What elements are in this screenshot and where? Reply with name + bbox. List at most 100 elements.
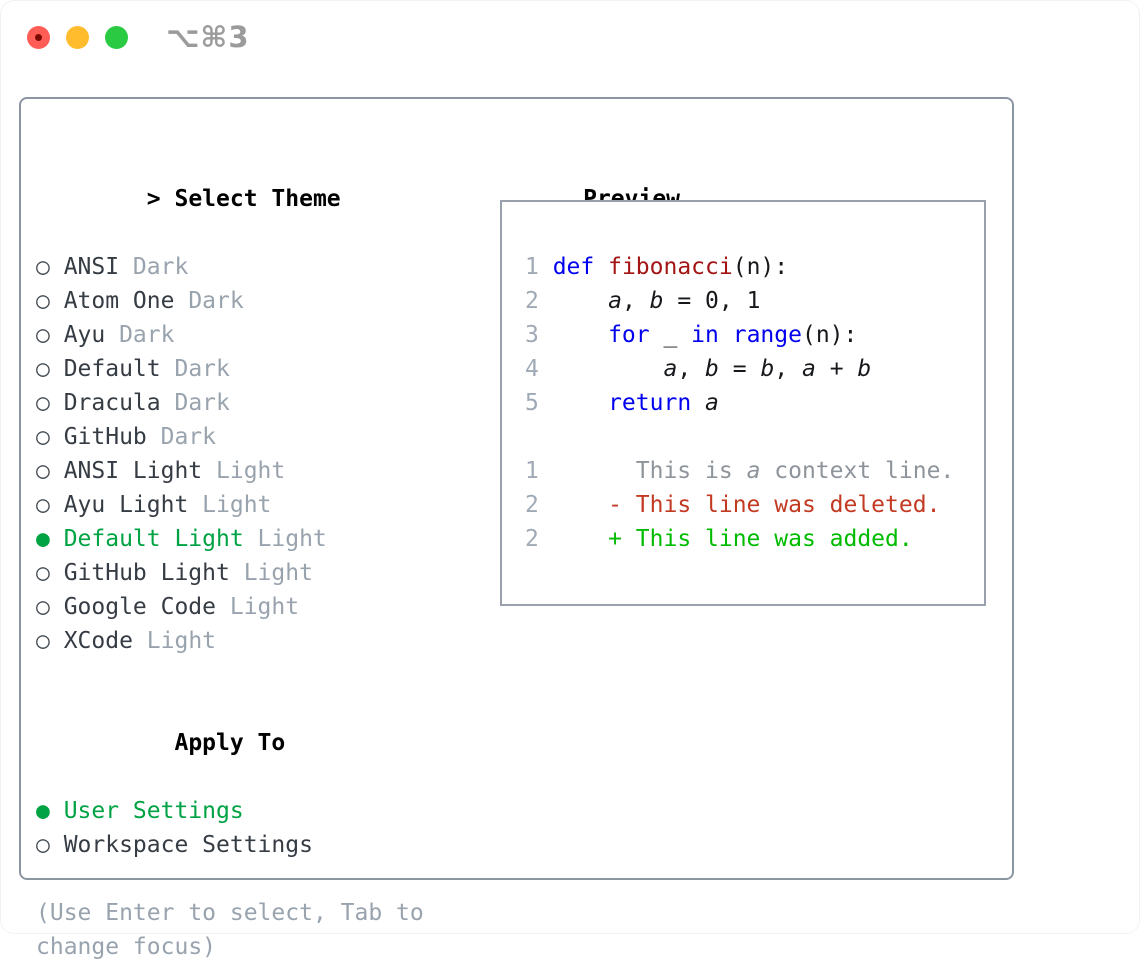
- theme-item-label: Atom One: [63, 288, 175, 314]
- preview-line: 2 + This line was added.: [525, 522, 984, 556]
- apply-option-label: Workspace Settings: [63, 832, 313, 858]
- code-token: = 0, 1: [663, 288, 761, 314]
- theme-item-label: Ayu: [63, 322, 106, 348]
- theme-item-xcode[interactable]: ○ XCode Light: [36, 624, 461, 658]
- code-token: [553, 526, 608, 552]
- preview-line: 5 return a: [525, 386, 984, 420]
- theme-item-label: GitHub: [63, 424, 147, 450]
- code-token: ,: [774, 356, 802, 382]
- code-token: ,: [621, 288, 650, 314]
- apply-option-workspace-settings[interactable]: ○ Workspace Settings: [36, 828, 461, 862]
- code-token: context line.: [760, 458, 955, 484]
- code-token: a: [802, 356, 816, 382]
- radio-icon: ○: [36, 832, 50, 858]
- code-token: return: [608, 390, 692, 416]
- variant-label: Dark: [132, 254, 189, 280]
- radio-icon: ○: [36, 254, 50, 280]
- theme-item-label: Ayu Light: [63, 492, 189, 518]
- apply-option-label: User Settings: [63, 798, 244, 824]
- apply-to-header: Apply To: [36, 692, 461, 794]
- radio-icon: ○: [36, 288, 50, 314]
- line-number: 2: [525, 492, 539, 518]
- variant-label: Light: [216, 458, 286, 484]
- select-theme-title: Select Theme: [174, 186, 341, 212]
- preview-line: [525, 420, 984, 454]
- line-number: 1: [525, 254, 539, 280]
- code-token: [553, 356, 664, 382]
- code-token: [553, 390, 608, 416]
- radio-icon: ○: [36, 594, 50, 620]
- zoom-button-icon[interactable]: [105, 26, 128, 49]
- theme-item-github-light[interactable]: ○ GitHub Light Light: [36, 556, 461, 590]
- radio-icon: ○: [36, 628, 50, 654]
- theme-item-label: GitHub Light: [63, 560, 230, 586]
- line-number: 3: [525, 322, 539, 348]
- code-token: +: [815, 356, 858, 382]
- title-bar: ⌥⌘3: [0, 0, 1140, 76]
- radio-icon: ○: [36, 492, 50, 518]
- theme-item-label: ANSI Light: [63, 458, 203, 484]
- code-token: b: [649, 288, 664, 314]
- theme-item-label: XCode: [63, 628, 133, 654]
- code-token: [553, 322, 608, 348]
- focus-arrow-icon: >: [146, 186, 161, 212]
- apply-option-user-settings[interactable]: ● User Settings: [36, 794, 461, 828]
- variant-label: Dark: [174, 356, 230, 382]
- variant-label: Light: [229, 594, 300, 620]
- code-token: [594, 254, 608, 280]
- variant-label: Light: [243, 560, 313, 586]
- preview-line: 2 a, b = 0, 1: [525, 284, 984, 318]
- radio-icon: ○: [36, 458, 50, 484]
- radio-icon: ○: [36, 356, 50, 382]
- preview-line: 3 for _ in range(n):: [525, 318, 984, 352]
- theme-item-ansi-light[interactable]: ○ ANSI Light Light: [36, 454, 461, 488]
- code-token: a: [705, 390, 719, 416]
- code-token: [553, 492, 608, 518]
- preview-line: 4 a, b = b, a + b: [525, 352, 984, 386]
- code-token: (n):: [801, 322, 858, 348]
- variant-label: Light: [202, 492, 272, 518]
- traffic-lights: [27, 26, 128, 49]
- line-number: 5: [525, 390, 539, 416]
- variant-label: Dark: [188, 288, 244, 314]
- code-token: a: [663, 356, 678, 382]
- preview-line: 1 This is a context line.: [525, 454, 984, 488]
- code-token: a: [746, 458, 761, 484]
- code-token: ,: [677, 356, 706, 382]
- close-button-icon[interactable]: [27, 26, 50, 49]
- theme-item-ansi[interactable]: ○ ANSI Dark: [36, 250, 461, 284]
- variant-label: Dark: [160, 424, 217, 450]
- theme-item-label: Dracula: [63, 390, 161, 416]
- code-token: [719, 322, 733, 348]
- theme-item-atom-one[interactable]: ○ Atom One Dark: [36, 284, 461, 318]
- theme-item-label: ANSI: [63, 254, 120, 280]
- code-token: fibonacci: [608, 254, 733, 280]
- radio-selected-icon: ●: [36, 798, 50, 824]
- spacer: [36, 658, 461, 692]
- code-token: - This line was deleted.: [608, 492, 941, 518]
- radio-icon: ○: [36, 322, 50, 348]
- code-token: a: [608, 288, 622, 314]
- minimize-button-icon[interactable]: [66, 26, 89, 49]
- code-token: b: [857, 356, 872, 382]
- window-shortcut-label: ⌥⌘3: [166, 20, 250, 54]
- theme-item-label: Default Light: [63, 526, 244, 552]
- variant-label: Light: [146, 628, 217, 654]
- theme-item-ayu-light[interactable]: ○ Ayu Light Light: [36, 488, 461, 522]
- code-token: =: [718, 356, 761, 382]
- apply-to-list: ● User Settings ○ Workspace Settings: [36, 794, 461, 862]
- code-token: + This line was added.: [608, 526, 913, 552]
- radio-icon: ○: [36, 560, 50, 586]
- code-token: This is: [552, 458, 747, 484]
- code-token: range: [732, 322, 802, 348]
